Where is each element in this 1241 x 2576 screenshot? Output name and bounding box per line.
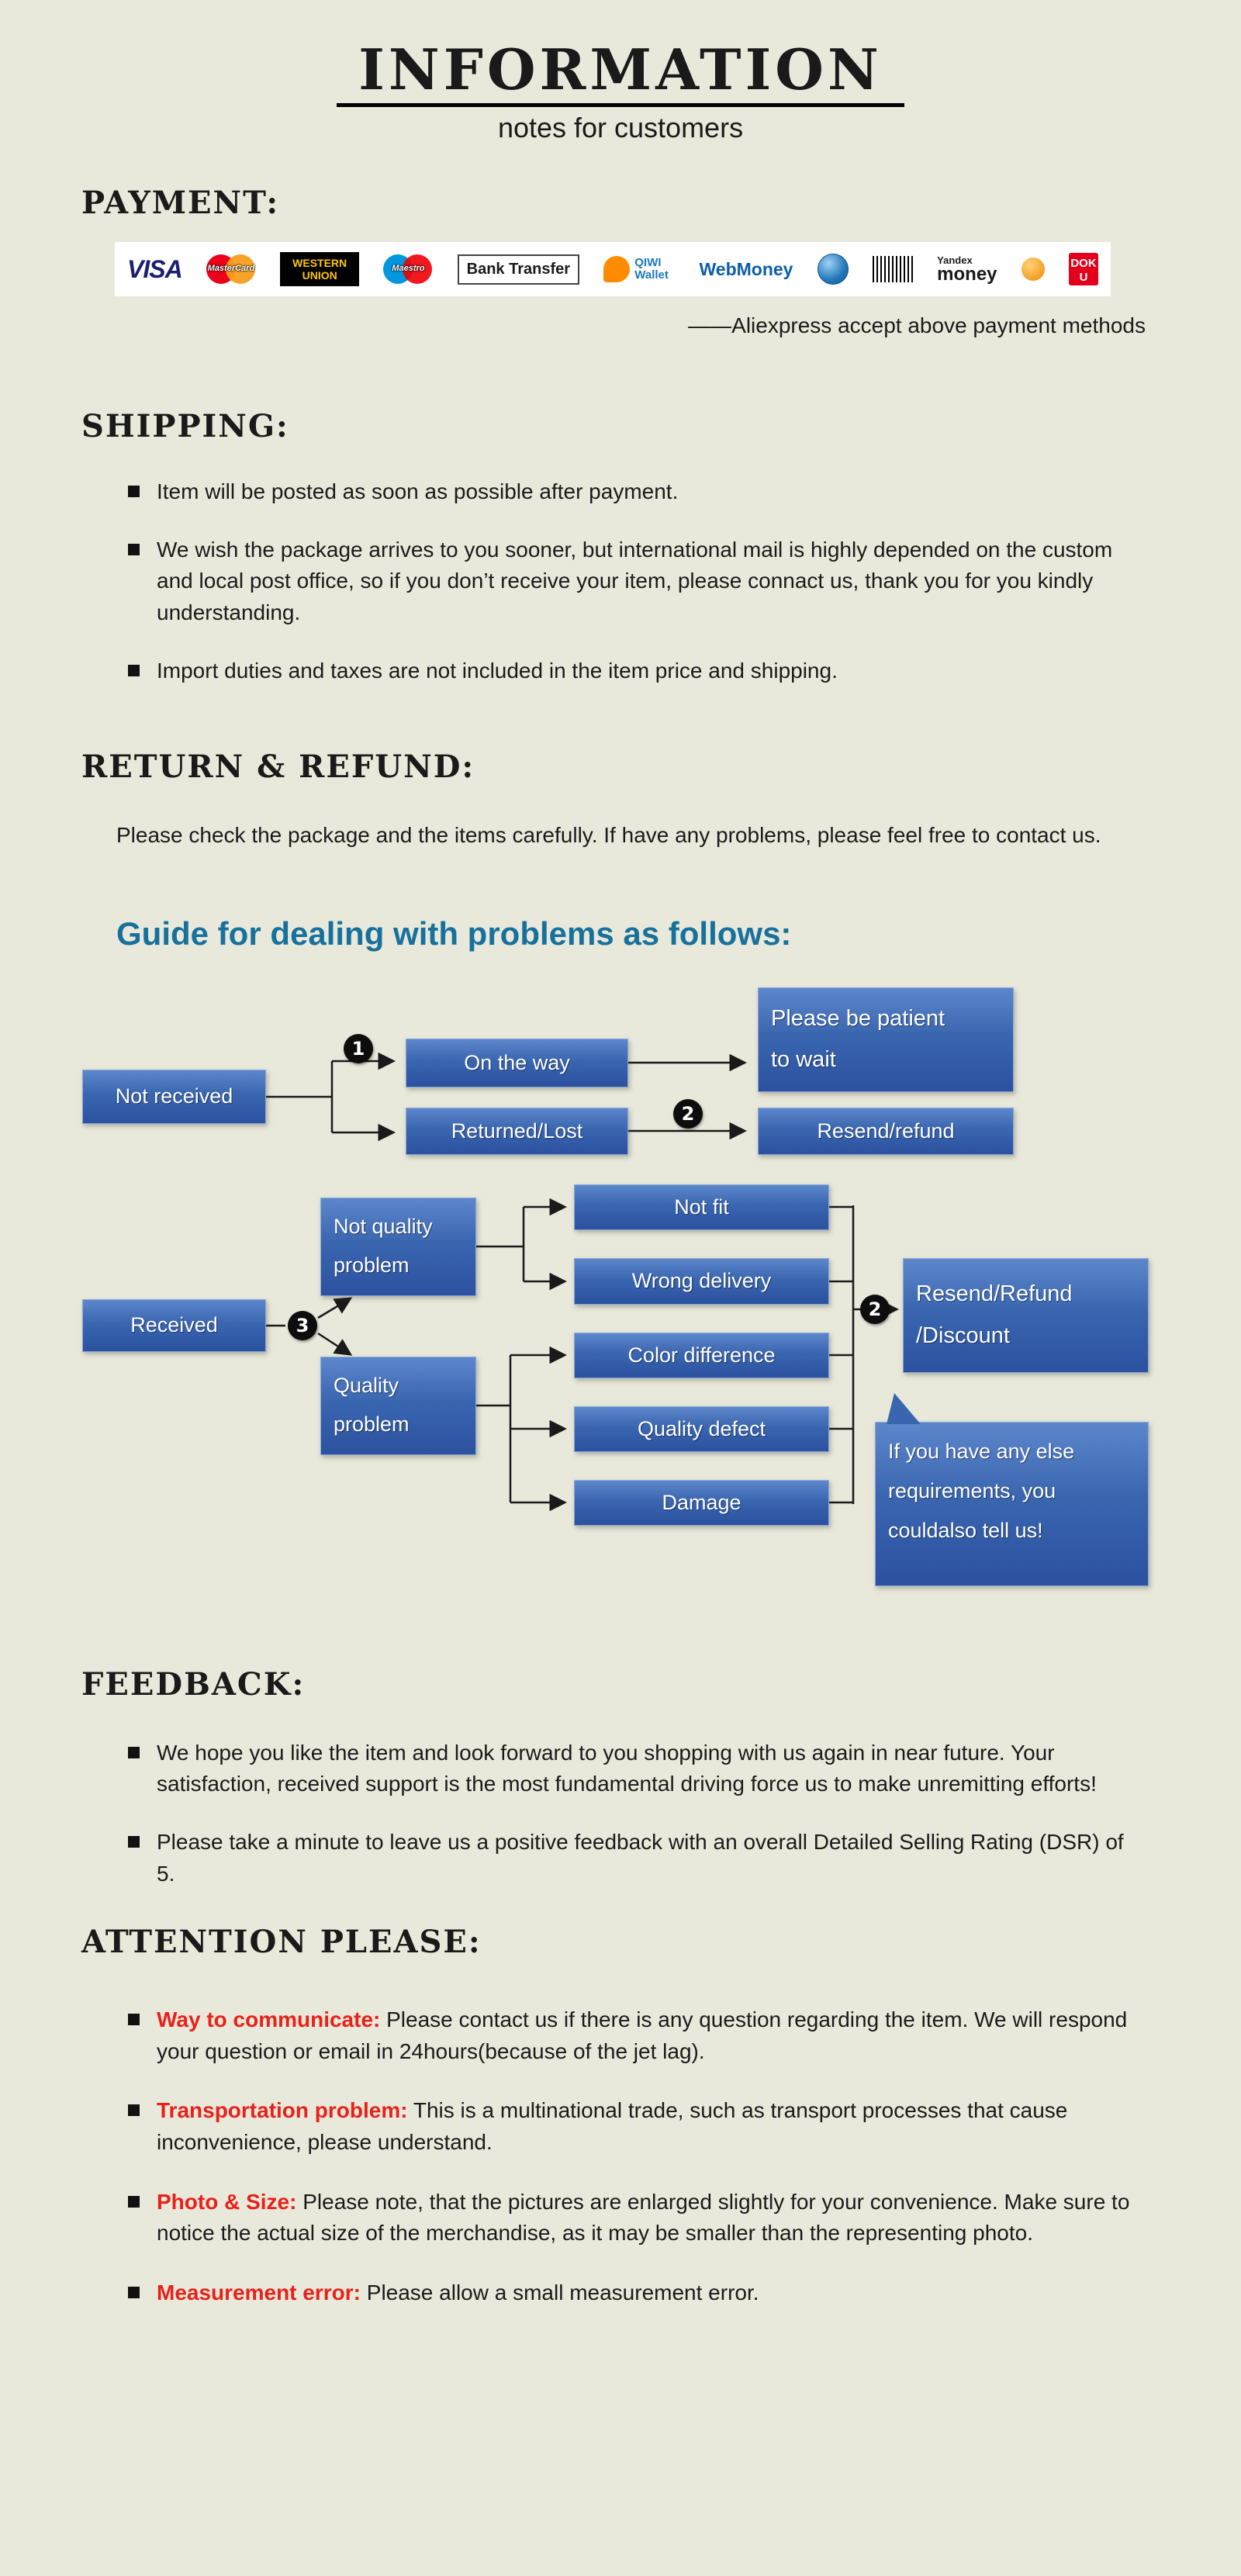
attention-item: Photo & Size: Please note, that the pict… — [157, 2187, 1132, 2249]
maestro-logo: Maestro — [383, 254, 433, 285]
flow-box-not-fit: Not fit — [574, 1184, 829, 1230]
yandex-money-bottom-label: money — [937, 263, 997, 285]
attention-item-lead: Photo & Size: — [157, 2189, 297, 2214]
step-2-badge: 2 — [673, 1098, 703, 1129]
square-bullet-icon — [128, 1835, 140, 1848]
attention-item-lead: Way to communicate: — [157, 2007, 381, 2032]
shipping-bullet-text: Import duties and taxes are not included… — [157, 658, 838, 683]
return-refund-heading: RETURN & REFUND: — [81, 749, 475, 786]
attention-heading: ATTENTION PLEASE: — [81, 1924, 482, 1961]
attention-bullet-list: Way to communicate: Please contact us if… — [128, 2004, 1132, 2308]
attention-item-text: Please contact us if there is any questi… — [157, 2007, 1128, 2063]
maestro-red-circle-icon — [403, 254, 433, 285]
list-item: Transportation problem: This is a multin… — [128, 2095, 1132, 2158]
problem-flowchart: Not received On the way Returned/Lost Pl… — [0, 976, 1241, 1596]
flow-box-resend-refund: Resend/refund — [758, 1107, 1014, 1155]
doku-logo: DOKU — [1069, 253, 1098, 286]
attention-item-lead: Transportation problem: — [157, 2098, 408, 2123]
list-item: Photo & Size: Please note, that the pict… — [128, 2187, 1132, 2249]
coin-icon — [1021, 258, 1045, 282]
yandex-money-top-label: Yandex — [937, 254, 973, 266]
feedback-bullet-list: We hope you like the item and look forwa… — [128, 1738, 1132, 1890]
flow-box-wrong-delivery: Wrong delivery — [574, 1257, 829, 1305]
flow-box-quality-problem: Quality problem — [320, 1356, 476, 1455]
attention-item-text: This is a multinational trade, such as t… — [157, 2098, 1068, 2154]
guide-title: Guide for dealing with problems as follo… — [116, 915, 792, 952]
list-item: Import duties and taxes are not included… — [128, 655, 1132, 687]
page-header: INFORMATION notes for customers — [0, 0, 1241, 144]
square-bullet-icon — [128, 486, 140, 498]
list-item: Measurement error: Please allow a small … — [128, 2277, 1132, 2309]
feedback-bullet-text: Please take a minute to leave us a posit… — [157, 1829, 1124, 1886]
bank-transfer-logo: Bank Transfer — [457, 254, 580, 285]
square-bullet-icon — [128, 2286, 140, 2298]
list-item: Way to communicate: Please contact us if… — [128, 2004, 1132, 2067]
feedback-heading: FEEDBACK: — [81, 1665, 306, 1703]
step-3-badge: 3 — [288, 1310, 317, 1340]
qiwi-wallet-logo: QIWI Wallet — [603, 255, 675, 283]
square-bullet-icon — [128, 664, 140, 676]
barcode-icon — [872, 256, 913, 283]
list-item: Please take a minute to leave us a posit… — [128, 1827, 1132, 1890]
square-bullet-icon — [128, 2104, 140, 2117]
square-bullet-icon — [128, 543, 140, 555]
attention-item: Measurement error: Please allow a small … — [157, 2277, 759, 2309]
flow-box-quality-defect: Quality defect — [574, 1406, 829, 1452]
flow-box-damage: Damage — [574, 1479, 829, 1526]
flow-box-resend-refund-discount: Resend/Refund /Discount — [903, 1257, 1149, 1373]
webmoney-logo: WebMoney — [699, 258, 793, 279]
mastercard-logo: MasterCard — [206, 254, 256, 285]
flow-speech-bubble: If you have any else requirements, you c… — [875, 1392, 1149, 1586]
shipping-heading: SHIPPING: — [81, 408, 289, 445]
shipping-bullet-text: We wish the package arrives to you soone… — [157, 537, 1113, 624]
qiwi-icon — [603, 256, 631, 283]
attention-item: Transportation problem: This is a multin… — [157, 2095, 1132, 2158]
mastercard-label: MasterCard — [207, 264, 255, 274]
maestro-label: Maestro — [392, 264, 425, 274]
flow-box-received: Received — [82, 1298, 266, 1352]
flow-box-color-difference: Color difference — [574, 1332, 829, 1378]
list-item: We hope you like the item and look forwa… — [128, 1738, 1132, 1800]
square-bullet-icon — [128, 2014, 140, 2026]
step-2-badge: 2 — [860, 1294, 890, 1324]
flow-box-be-patient: Please be patient to wait — [758, 987, 1014, 1092]
feedback-bullet-text: We hope you like the item and look forwa… — [157, 1740, 1097, 1796]
yandex-money-logo: Yandex money — [937, 255, 997, 284]
payment-heading: PAYMENT: — [81, 185, 280, 222]
attention-item-text: Please allow a small measurement error. — [360, 2280, 759, 2305]
globe-icon — [817, 254, 849, 285]
list-item: Item will be posted as soon as possible … — [128, 476, 1132, 508]
visa-logo: VISA — [127, 254, 183, 283]
square-bullet-icon — [128, 2195, 140, 2208]
shipping-bullet-list: Item will be posted as soon as possible … — [128, 476, 1132, 686]
flow-box-returned-lost: Returned/Lost — [406, 1107, 628, 1155]
square-bullet-icon — [128, 1746, 140, 1758]
mastercard-orange-circle-icon — [225, 254, 255, 285]
payment-methods-strip: VISA MasterCard WESTERN UNION Maestro Ba… — [115, 242, 1111, 297]
attention-item: Way to communicate: Please contact us if… — [157, 2004, 1132, 2067]
flow-box-not-quality-problem: Not quality problem — [320, 1197, 476, 1296]
info-page: INFORMATION notes for customers PAYMENT:… — [0, 0, 1241, 2308]
western-union-logo: WESTERN UNION — [280, 252, 360, 287]
step-1-badge: 1 — [344, 1033, 373, 1063]
page-title: INFORMATION — [337, 39, 904, 108]
list-item: We wish the package arrives to you soone… — [128, 534, 1132, 629]
page-subtitle: notes for customers — [497, 112, 744, 144]
flow-box-on-the-way: On the way — [406, 1038, 628, 1087]
qiwi-label: QIWI Wallet — [634, 255, 669, 282]
attention-item-lead: Measurement error: — [157, 2280, 361, 2305]
shipping-bullet-text: Item will be posted as soon as possible … — [157, 479, 679, 504]
attention-item-text: Please note, that the pictures are enlar… — [157, 2189, 1130, 2246]
payment-note: ——Aliexpress accept above payment method… — [688, 313, 1146, 338]
flow-box-not-received: Not received — [82, 1069, 266, 1124]
return-refund-paragraph: Please check the package and the items c… — [116, 823, 1101, 848]
